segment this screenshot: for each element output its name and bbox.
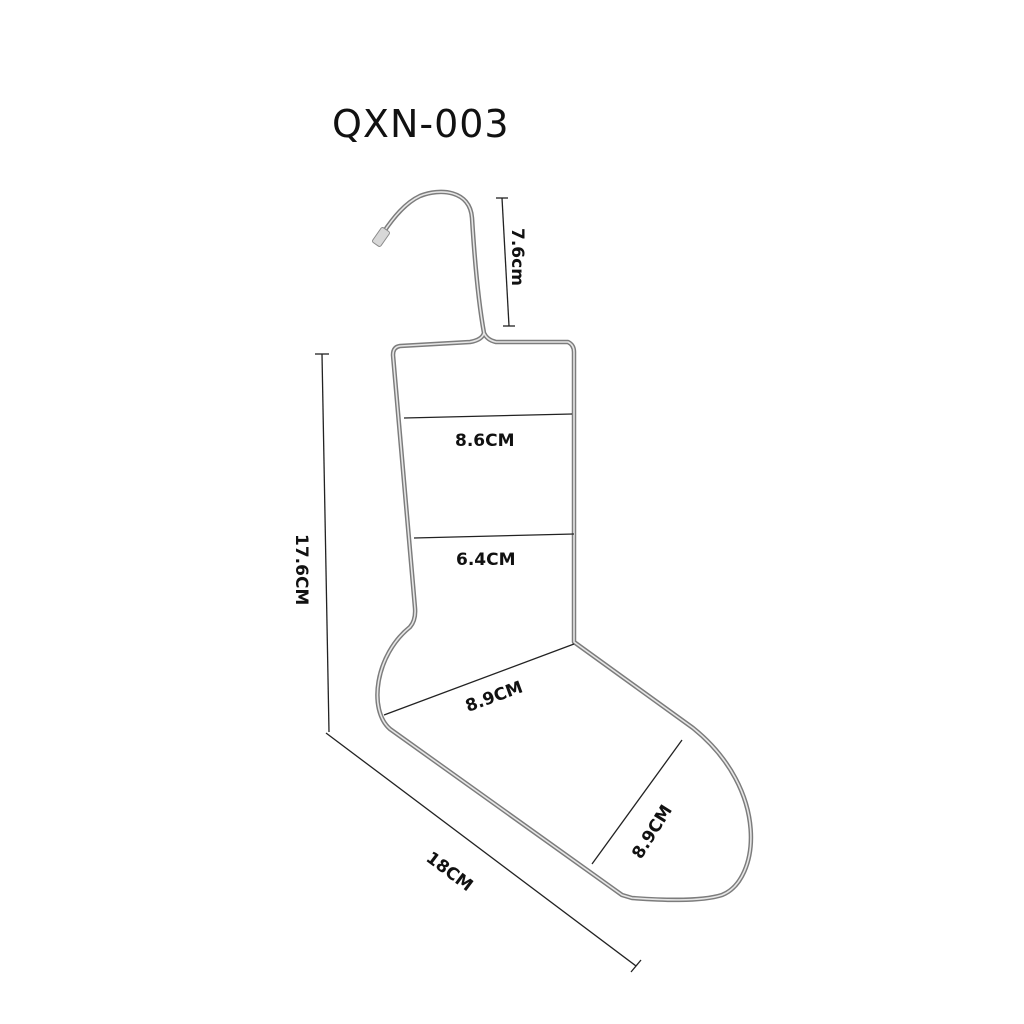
total-height-dimension: 17.6CM — [291, 353, 330, 733]
total-length-line — [325, 732, 637, 967]
hook-height-dimension: 7.6cm — [496, 197, 527, 327]
total-length-tick-end — [630, 959, 642, 973]
leg-upper-measure-line — [403, 413, 573, 419]
sock-blocker-wire — [372, 189, 754, 903]
model-title: QXN-003 — [332, 102, 510, 146]
wire-frame-outline — [375, 189, 754, 903]
total-height-label: 17.6CM — [291, 534, 311, 605]
total-length-dimension: 18CM — [325, 732, 642, 973]
foot-width-label: 8.9CM — [628, 802, 676, 863]
hook-height-label: 7.6cm — [507, 228, 527, 286]
foot-measure-line — [591, 739, 683, 865]
leg-lower-width-label: 6.4CM — [456, 550, 516, 570]
heel-width-label: 8.9CM — [463, 678, 526, 717]
leg-upper-width-label: 8.6CM — [455, 431, 515, 451]
hook-height-line — [501, 197, 510, 327]
hook-end-cap — [372, 227, 390, 247]
total-height-line — [321, 353, 330, 733]
heel-measure-line — [383, 643, 575, 716]
leg-lower-measure-line — [413, 533, 575, 539]
total-length-label: 18CM — [422, 848, 476, 896]
wire-frame-highlight — [376, 191, 752, 901]
